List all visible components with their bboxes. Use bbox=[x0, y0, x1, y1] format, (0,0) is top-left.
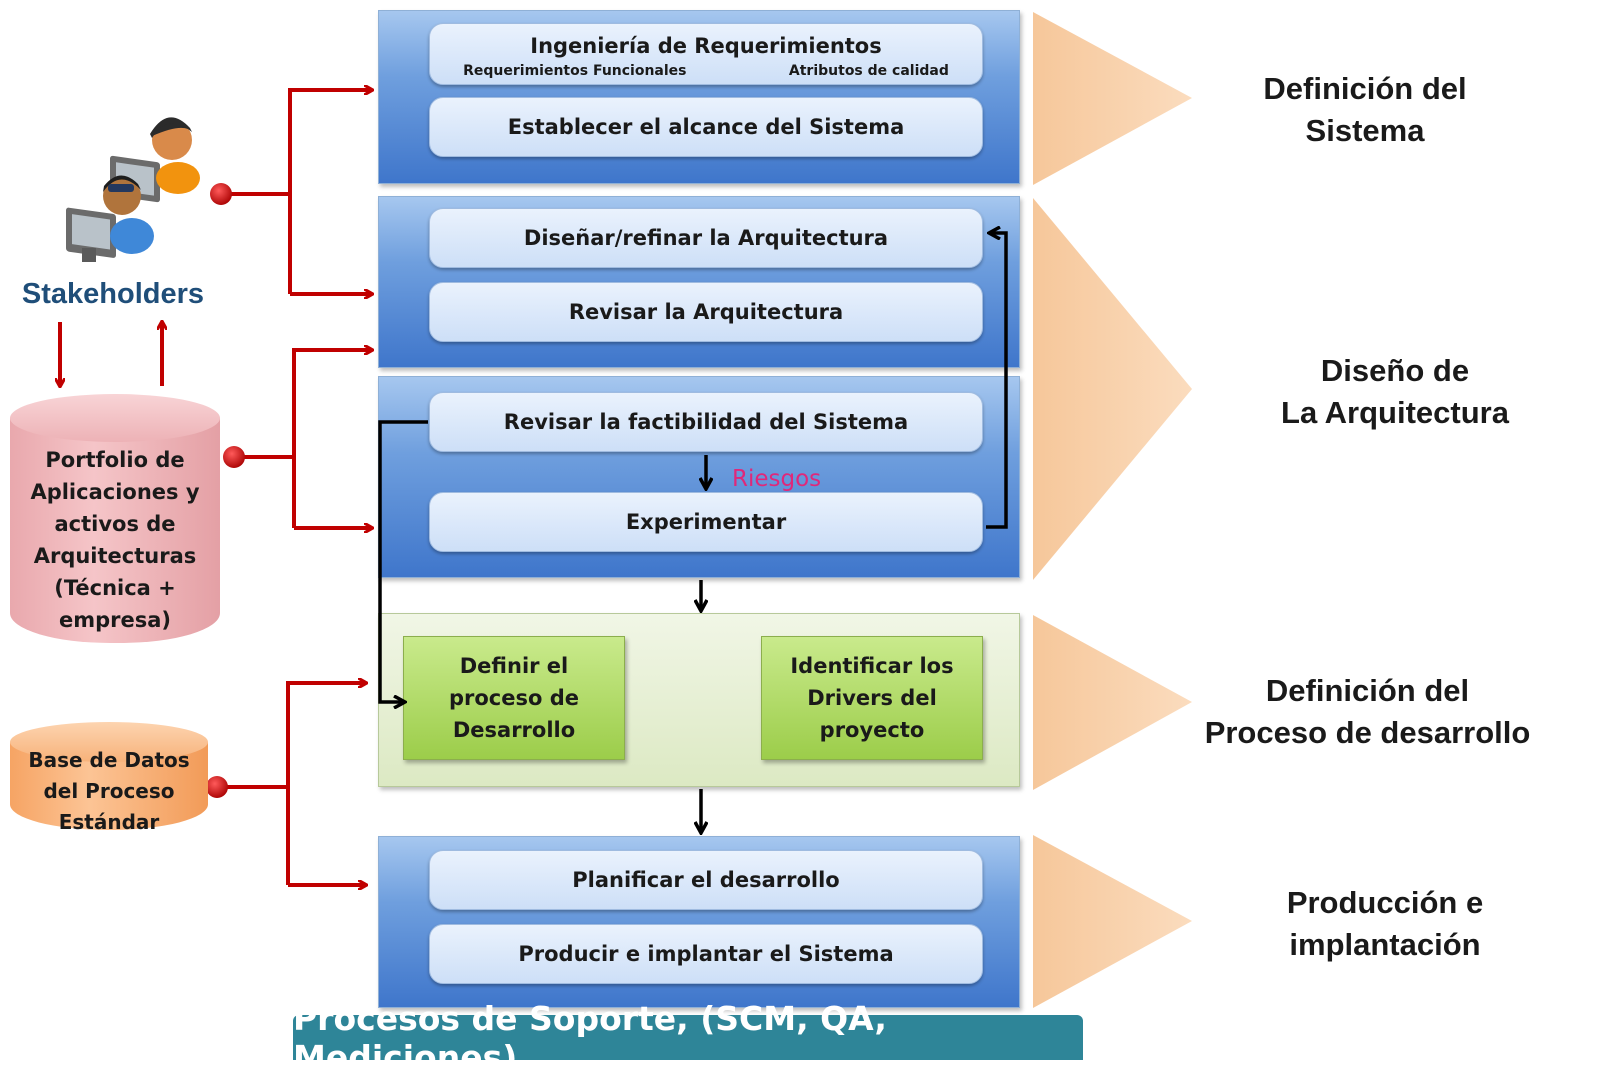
riesgos-label: Riesgos bbox=[732, 466, 822, 492]
portfolio-cylinder-top bbox=[10, 394, 220, 442]
phase-triangle-produccion bbox=[1033, 835, 1192, 1008]
phase-produccion: Producción e implantación bbox=[1286, 885, 1484, 962]
phase-triangle-definicion bbox=[1033, 12, 1192, 185]
revisar-label: Revisar la Arquitectura bbox=[568, 300, 844, 324]
alcance-label: Establecer el alcance del Sistema bbox=[507, 115, 905, 139]
factibilidad-label: Revisar la factibilidad del Sistema bbox=[503, 410, 909, 434]
pill-planificar: Planificar el desarrollo bbox=[429, 850, 983, 910]
box-definir-proceso: Definir el proceso de Desarrollo bbox=[403, 636, 625, 760]
phase-proceso-desarrollo: Definición del Proceso de desarrollo bbox=[1204, 673, 1531, 750]
stakeholders-dot bbox=[210, 183, 232, 205]
stakeholders-label: Stakeholders bbox=[21, 278, 205, 310]
portfolio-cylinder bbox=[10, 418, 220, 643]
support-label: Procesos de Soporte, (SCM, QA, Medicione… bbox=[293, 998, 887, 1077]
base-datos-cylinder-top bbox=[10, 722, 208, 762]
experimentar-label: Experimentar bbox=[625, 510, 787, 534]
pill-producir: Producir e implantar el Sistema bbox=[429, 924, 983, 984]
phase-triangle-diseno bbox=[1033, 198, 1192, 580]
phase-diseno-arquitectura: Diseño de La Arquitectura bbox=[1281, 353, 1509, 430]
pill-factibilidad: Revisar la factibilidad del Sistema bbox=[429, 392, 983, 452]
ingenieria-subrow: Requerimientos Funcionales Atributos de … bbox=[463, 63, 949, 79]
drivers-label: Identificar los Drivers del proyecto bbox=[790, 654, 954, 742]
base-datos-connector bbox=[218, 683, 366, 885]
pill-revisar-arquitectura: Revisar la Arquitectura bbox=[429, 282, 983, 342]
base-datos-label: Base de Datos del Proceso Estándar bbox=[28, 748, 190, 834]
base-datos-dot bbox=[206, 776, 228, 798]
pill-alcance: Establecer el alcance del Sistema bbox=[429, 97, 983, 157]
ingenieria-label: Ingeniería de Requerimientos bbox=[530, 34, 882, 58]
pill-disenar-arquitectura: Diseñar/refinar la Arquitectura bbox=[429, 208, 983, 268]
portfolio-label: Portfolio de Aplicaciones y activos de A… bbox=[30, 448, 200, 632]
pill-experimentar: Experimentar bbox=[429, 492, 983, 552]
definir-label: Definir el proceso de Desarrollo bbox=[448, 654, 580, 742]
disenar-label: Diseñar/refinar la Arquitectura bbox=[523, 226, 889, 250]
portfolio-dot bbox=[223, 446, 245, 468]
pill-ingenieria-requerimientos: Ingeniería de Requerimientos Requerimien… bbox=[429, 23, 983, 85]
phase-triangle-proceso bbox=[1033, 615, 1192, 790]
stakeholders-connector bbox=[222, 90, 372, 294]
portfolio-connector bbox=[236, 350, 372, 528]
support-processes-bar: Procesos de Soporte, (SCM, QA, Medicione… bbox=[293, 999, 1083, 1077]
phase-definicion-sistema: Definición del Sistema bbox=[1263, 71, 1467, 148]
req-funcionales-label: Requerimientos Funcionales bbox=[463, 63, 687, 79]
atributos-label: Atributos de calidad bbox=[788, 63, 949, 79]
planificar-label: Planificar el desarrollo bbox=[572, 868, 840, 892]
producir-label: Producir e implantar el Sistema bbox=[518, 942, 894, 966]
box-identificar-drivers: Identificar los Drivers del proyecto bbox=[761, 636, 983, 760]
